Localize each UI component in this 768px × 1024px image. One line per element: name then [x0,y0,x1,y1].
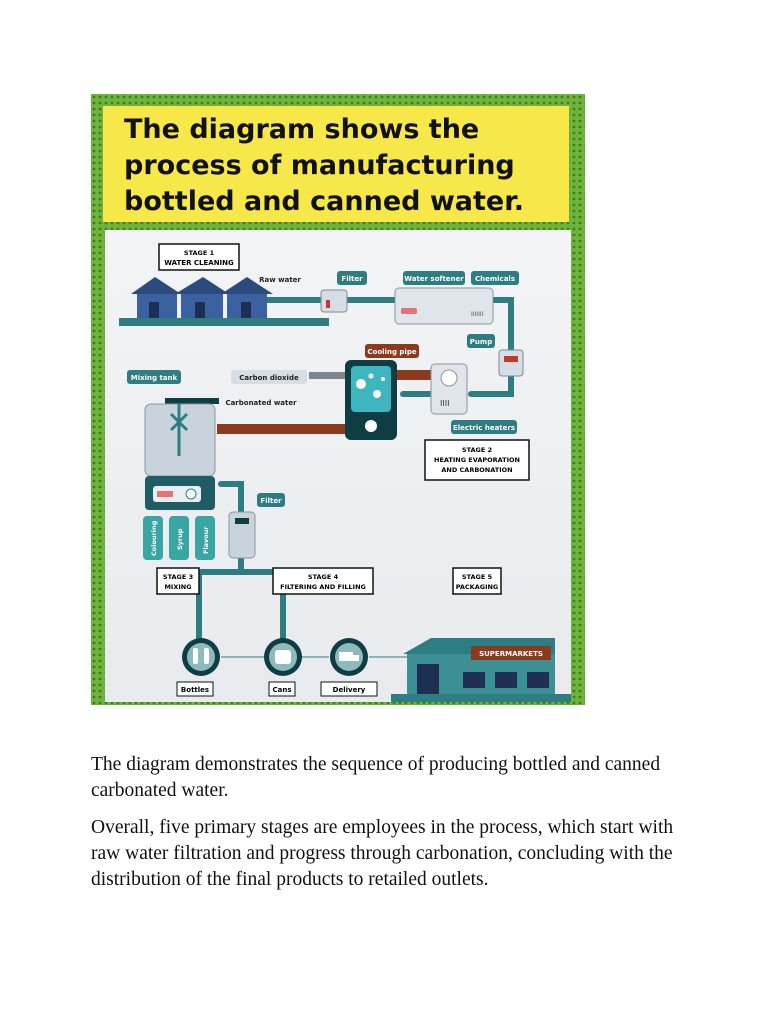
title-line-1: The diagram shows the [124,114,479,145]
carbonated-water-pipe [217,424,345,434]
filter-unit-top [320,289,348,313]
stage-2-name-1: HEATING EVAPORATION [434,456,520,464]
cooling-pipe [397,370,437,380]
stage-1-name: WATER CLEANING [164,259,234,267]
stage-5-name: PACKAGING [456,583,499,591]
stage-1-number: STAGE 1 [184,249,215,257]
label-filter-bottom: Filter [260,497,282,505]
label-chemicals: Chemicals [475,275,515,283]
stage-4-box: STAGE 4 FILTERING AND FILLING [272,567,374,595]
ground-pipe [119,318,329,326]
stage-2-box: STAGE 2 HEATING EVAPORATION AND CARBONAT… [424,439,530,481]
bottles-circle [182,638,220,676]
stage-5-number: STAGE 5 [462,573,493,581]
co2-pipe [309,372,345,379]
label-colouring: Colouring [150,520,158,556]
label-cans: Cans [272,686,291,694]
label-cooling-pipe: Cooling pipe [367,348,416,356]
cans-circle [264,638,302,676]
label-bottles: Bottles [181,686,209,694]
cans-label-box: Cans [268,681,296,697]
stage-5-box: STAGE 5 PACKAGING [452,567,502,595]
svg-text:IIIIIII: IIIIIII [471,311,484,318]
title-banner [103,106,569,222]
label-syrup: Syrup [176,528,184,550]
bottles-label-box: Bottles [176,681,214,697]
additive-canisters: Colouring Syrup Flavour [143,516,215,560]
stage-1-box: STAGE 1 WATER CLEANING [158,243,240,271]
title-line-2: process of manufacturing [124,150,515,181]
electric-heater-unit: IIII [430,363,468,415]
label-electric-heaters: Electric heaters [453,424,515,432]
paragraph-overview: Overall, five primary stages are employe… [91,817,674,890]
label-carbon-dioxide: Carbon dioxide [239,374,299,382]
label-carbonated-water: Carbonated water [225,399,297,407]
label-flavour: Flavour [202,526,210,554]
label-water-softener: Water softener [404,275,464,283]
label-mixing-tank: Mixing tank [131,374,178,382]
mixing-tank [144,398,219,510]
stage-4-number: STAGE 4 [308,573,339,581]
delivery-label-box: Delivery [320,681,378,697]
stage-3-name: MIXING [164,583,191,591]
svg-text:IIII: IIII [440,399,449,408]
label-raw-water: Raw water [259,276,301,284]
water-softener-unit: IIIIIII [394,287,494,325]
label-pump: Pump [470,338,492,346]
process-diagram: The diagram shows the process of manufac… [91,94,585,705]
stage-3-box: STAGE 3 MIXING [156,567,200,595]
stage-4-name: FILTERING AND FILLING [280,583,366,591]
houses [131,277,273,318]
carbonation-tank [345,360,397,440]
filter-unit-bottom [228,511,256,559]
delivery-circle [330,638,368,676]
supermarket-building [391,638,571,702]
stage-3-number: STAGE 3 [163,573,193,581]
label-delivery: Delivery [333,686,366,694]
paragraph-intro: The diagram demonstrates the sequence of… [91,754,661,801]
label-supermarkets: SUPERMARKETS [479,650,543,658]
title-line-3: bottled and canned water. [124,186,524,217]
label-filter-top: Filter [341,275,363,283]
stage-2-number: STAGE 2 [462,446,492,454]
stage-2-name-2: AND CARBONATION [441,466,512,474]
pump-unit [498,349,524,377]
